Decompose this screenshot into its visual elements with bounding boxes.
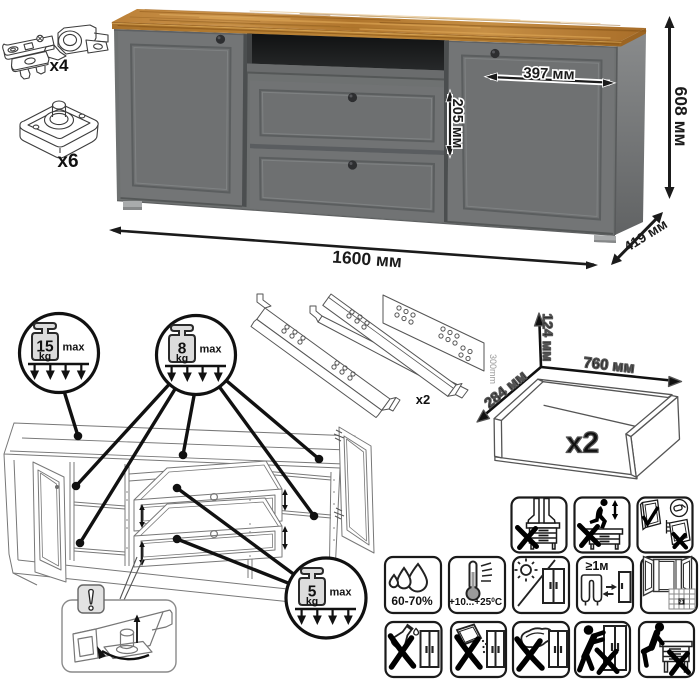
svg-text:≥1м: ≥1м [585, 559, 608, 573]
svg-text:x2: x2 [416, 392, 430, 407]
svg-text:x2: x2 [566, 427, 599, 460]
svg-text:1600 мм: 1600 мм [332, 247, 403, 272]
svg-text:max: max [62, 342, 85, 354]
svg-text:x6: x6 [57, 151, 78, 172]
svg-text:15: 15 [36, 339, 54, 356]
svg-text:+10...+250C: +10...+250C [449, 597, 502, 608]
svg-text:kg: kg [39, 351, 51, 363]
svg-text:608 мм: 608 мм [671, 87, 691, 147]
svg-text:kg: kg [176, 353, 188, 365]
svg-text:5: 5 [308, 584, 317, 601]
svg-text:kg: kg [306, 596, 318, 608]
svg-text:397 мм: 397 мм [523, 65, 575, 84]
svg-text:x4: x4 [50, 56, 69, 75]
svg-text:760 мм: 760 мм [583, 354, 636, 377]
svg-text:max: max [329, 587, 352, 599]
svg-text:300mm: 300mm [488, 354, 498, 384]
svg-text:124 мм: 124 мм [540, 314, 556, 362]
svg-text:205 мм: 205 мм [449, 99, 465, 149]
svg-text:max: max [199, 344, 222, 356]
svg-text:8: 8 [178, 341, 187, 358]
svg-text:60-70%: 60-70% [391, 594, 433, 608]
svg-text:21: 21 [678, 600, 684, 606]
